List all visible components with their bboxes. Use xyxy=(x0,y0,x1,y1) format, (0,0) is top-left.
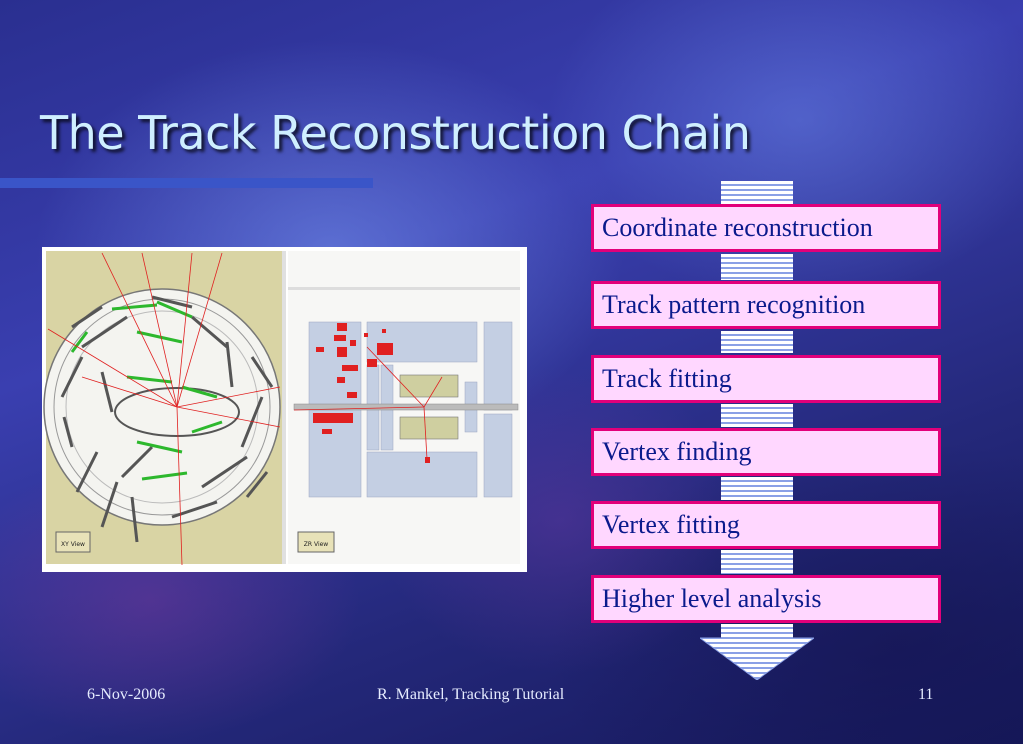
zr-particle-tracks xyxy=(293,346,443,460)
xy-beampipe xyxy=(114,387,240,437)
chain-step-vertex-finding: Vertex finding xyxy=(591,428,941,476)
event-display-image: XY View xyxy=(42,247,527,572)
title-underline xyxy=(0,178,373,188)
chain-step-vertex-fitting: Vertex fitting xyxy=(591,501,941,549)
zr-central-chamber xyxy=(399,374,459,440)
chain-step-coordinate-reconstruction: Coordinate reconstruction xyxy=(591,204,941,252)
xy-detector-outer xyxy=(43,288,281,526)
chain-step-track-pattern-recognition: Track pattern recognition xyxy=(591,281,941,329)
chain-arrowhead xyxy=(700,624,814,680)
chain-connector-1 xyxy=(721,254,793,280)
chain-step-track-fitting: Track fitting xyxy=(591,355,941,403)
xy-particle-tracks xyxy=(47,252,281,566)
footer-page-number: 11 xyxy=(918,686,934,703)
xy-track-segments xyxy=(70,300,223,481)
panel-divider xyxy=(282,251,286,564)
chain-connector-2 xyxy=(721,331,793,353)
footer-date: 6-Nov-2006 xyxy=(87,686,166,703)
xy-chamber-wires xyxy=(60,295,274,543)
footer-author: R. Mankel, Tracking Tutorial xyxy=(377,686,565,703)
chain-step-higher-level-analysis: Higher level analysis xyxy=(591,575,941,623)
chain-connector-5 xyxy=(721,550,793,574)
xy-view-button[interactable]: XY View xyxy=(55,531,91,553)
zr-beampipe xyxy=(293,403,519,411)
slide-title: The Track Reconstruction Chain xyxy=(40,106,751,160)
chain-connector-4 xyxy=(721,477,793,500)
chain-connector-top xyxy=(721,181,793,204)
zr-view-button[interactable]: ZR View xyxy=(297,531,335,553)
event-display-graphic: XY View xyxy=(43,251,520,566)
zr-view-label: ZR View xyxy=(304,541,329,548)
chain-connector-3 xyxy=(721,404,793,427)
xy-view-label: XY View xyxy=(61,541,85,548)
zr-hits xyxy=(313,323,430,463)
